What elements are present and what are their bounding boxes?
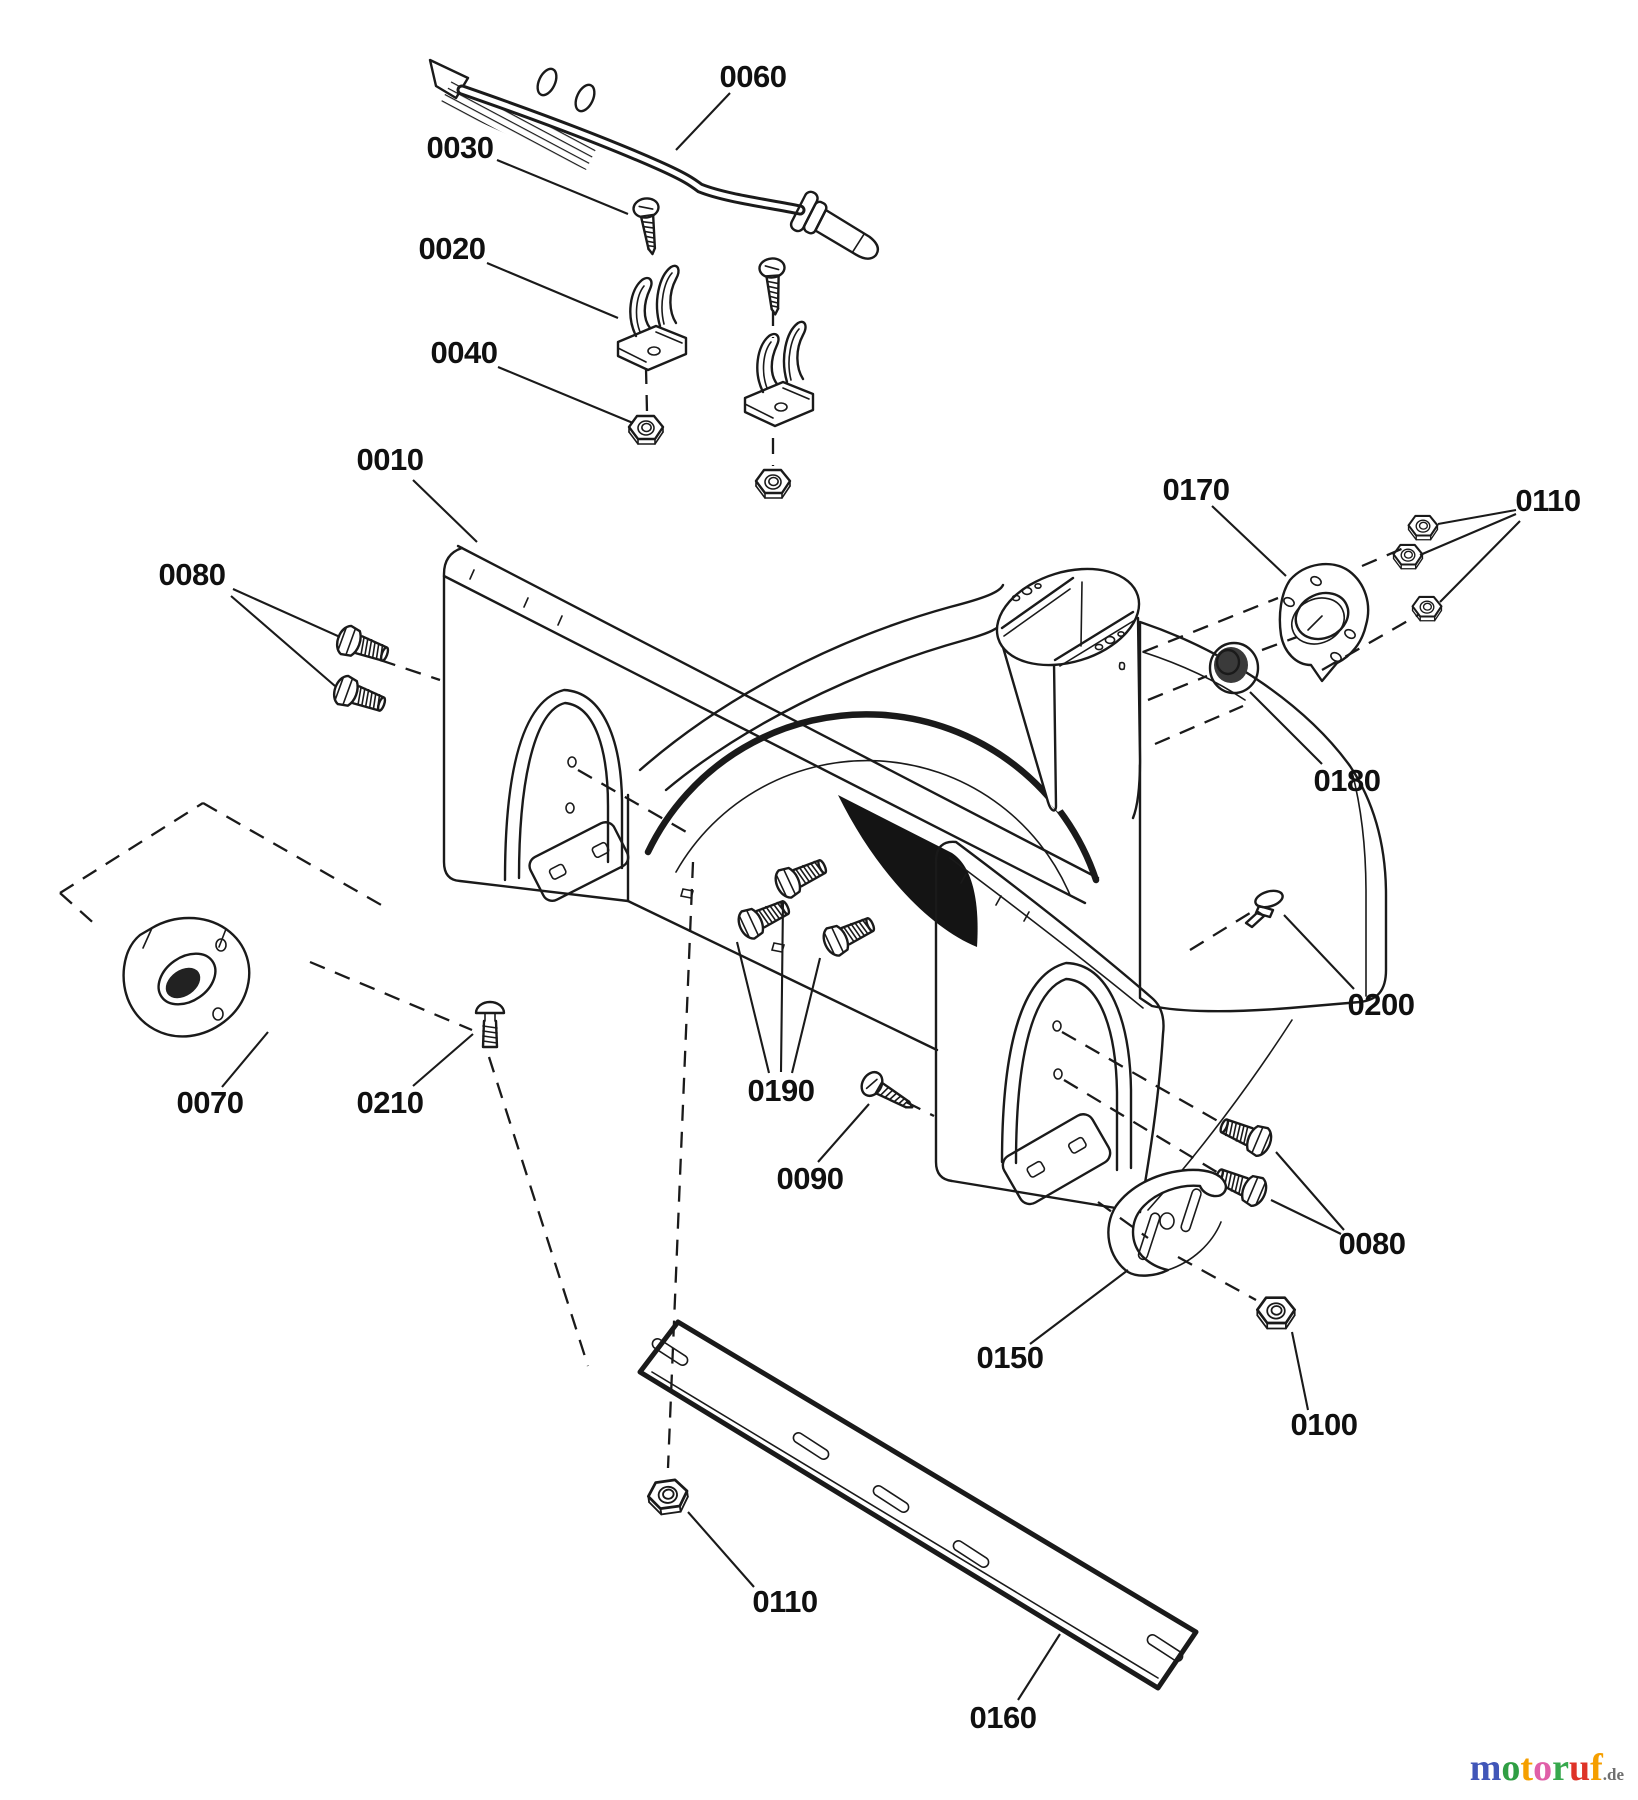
part-label-0210: 0210 bbox=[357, 1085, 424, 1120]
scraper-bar-0160 bbox=[637, 1319, 1199, 1691]
watermark-logo: motoruf.de bbox=[1470, 1746, 1624, 1790]
alignment-dashes bbox=[59, 310, 1419, 1469]
carriage-bolt-0210 bbox=[474, 1000, 506, 1049]
watermark-letter: t bbox=[1520, 1747, 1534, 1789]
part-label-0180: 0180 bbox=[1314, 763, 1381, 798]
part-label-0020: 0020 bbox=[419, 231, 486, 266]
part-label-0080: 0080 bbox=[1339, 1226, 1406, 1261]
screw-0030 bbox=[631, 195, 667, 257]
part-label-0090: 0090 bbox=[777, 1161, 844, 1196]
nut-0110c bbox=[1411, 595, 1443, 622]
part-label-0110: 0110 bbox=[752, 1584, 817, 1619]
part-label-0010: 0010 bbox=[357, 442, 424, 477]
watermark-letter: o bbox=[1533, 1747, 1553, 1789]
cable-assembly bbox=[428, 58, 880, 260]
bracket-0150 bbox=[1107, 1168, 1228, 1277]
screw-0030b bbox=[757, 256, 789, 317]
leader-lines bbox=[221, 92, 1521, 1701]
watermark-letter: u bbox=[1568, 1747, 1591, 1789]
auger-housing bbox=[442, 544, 1388, 1214]
left-skid-shoe bbox=[528, 821, 630, 903]
part-label-0100: 0100 bbox=[1291, 1407, 1358, 1442]
part-label-0150: 0150 bbox=[977, 1340, 1044, 1375]
watermark-letter: m bbox=[1469, 1747, 1502, 1789]
nut-0110a bbox=[1407, 514, 1439, 541]
housing-top-edge bbox=[456, 544, 1100, 880]
nut-0110-bottom bbox=[645, 1477, 692, 1518]
housing-right-end bbox=[1138, 620, 1388, 1013]
right-skid-shoe bbox=[1001, 1113, 1112, 1206]
cable-clip-0020b bbox=[743, 320, 815, 428]
push-pin-0200 bbox=[1244, 889, 1284, 929]
nut-0100 bbox=[1255, 1296, 1297, 1330]
part-label-0190: 0190 bbox=[748, 1073, 815, 1108]
cable-hatched-grip bbox=[440, 80, 598, 170]
bearing-flange-0170 bbox=[1278, 563, 1370, 683]
left-side-plate bbox=[442, 546, 939, 1052]
bolt-0080-right1 bbox=[1214, 1109, 1277, 1161]
part-label-0080: 0080 bbox=[159, 557, 226, 592]
watermark-letter: r bbox=[1552, 1747, 1569, 1789]
cable-ferrule bbox=[789, 190, 880, 260]
part-labels: 0060 0030 0020 0040 0010 0080 0170 0110 0180 0200… bbox=[159, 59, 1582, 1735]
right-side-plate bbox=[934, 840, 1293, 1214]
cable-clip-0020a bbox=[616, 264, 688, 372]
nut-0040b bbox=[754, 468, 792, 500]
bolt-0080-left2 bbox=[329, 671, 391, 721]
watermark-letter: f bbox=[1590, 1747, 1603, 1789]
part-label-0160: 0160 bbox=[970, 1700, 1037, 1735]
chute-base bbox=[995, 567, 1142, 820]
part-label-0110: 0110 bbox=[1515, 483, 1580, 518]
screw-0090 bbox=[856, 1067, 920, 1120]
part-label-0040: 0040 bbox=[431, 335, 498, 370]
part-label-0200: 0200 bbox=[1348, 987, 1415, 1022]
part-label-0030: 0030 bbox=[427, 130, 494, 165]
part-label-0060: 0060 bbox=[720, 59, 787, 94]
bolt-0190c bbox=[818, 908, 881, 961]
watermark-word: motoruf bbox=[1470, 1747, 1603, 1789]
bolt-0190a bbox=[733, 891, 796, 944]
watermark-suffix: .de bbox=[1602, 1765, 1624, 1784]
part-label-0070: 0070 bbox=[177, 1085, 244, 1120]
bolt-0190b bbox=[770, 850, 833, 903]
part-label-0170: 0170 bbox=[1163, 472, 1230, 507]
impeller-opening bbox=[838, 795, 978, 947]
nut-0110b bbox=[1392, 543, 1424, 570]
flange-bearing-0070 bbox=[122, 916, 251, 1038]
watermark-letter: o bbox=[1501, 1747, 1521, 1789]
nut-0040a bbox=[627, 414, 665, 446]
bearing-0180 bbox=[1208, 641, 1260, 695]
